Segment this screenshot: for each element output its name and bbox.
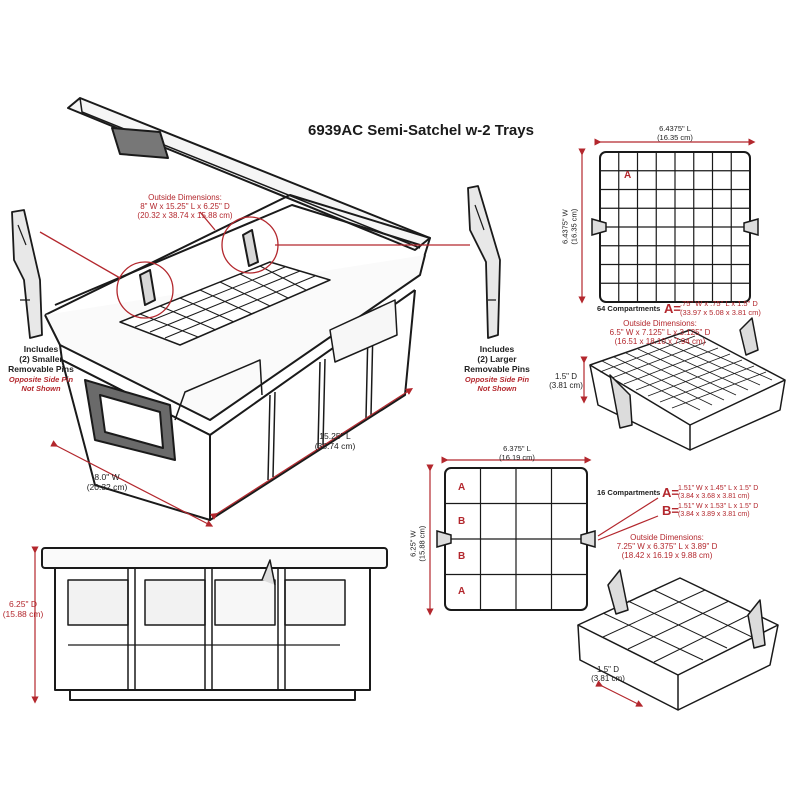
lid-latch (111, 127, 169, 159)
tray16-depth-dimension (595, 680, 644, 707)
tray64-width-label: 6.4375" W (16.35 cm) (560, 192, 578, 262)
main-box-outside-dimensions: Outside Dimensions: 8" W x 15.25" L x 6.… (100, 193, 270, 221)
tray16-a-label: A= (662, 485, 679, 500)
right-pins-line2: (2) Larger (477, 353, 517, 364)
tray16-pin-left (436, 530, 452, 548)
tray16-b-in: 1.51" W x 1.53" L x 1.5" D (678, 503, 759, 510)
main-outside-heading: Outside Dimensions: (148, 193, 222, 202)
tray16-width-label: 6.25" W (15.88 cm) (408, 509, 426, 579)
tray16-row-label-2: B (458, 516, 466, 527)
tray16-depth-in: 1.5" D (597, 665, 619, 674)
page-title: 6939AC Semi-Satchel w-2 Trays (308, 122, 534, 139)
lid (67, 97, 431, 251)
tray64-dimensions (578, 138, 756, 304)
main-box-illustration (44, 97, 431, 521)
main-width-label: 8.0" W (20.32 cm) (72, 472, 142, 493)
main-width-in: 8.0" W (94, 472, 120, 482)
side-view-illustration (41, 547, 388, 701)
right-pins-line3: Removable Pins (464, 363, 530, 374)
tray64-compartments: 64 Compartments (597, 304, 661, 313)
loose-pins (11, 185, 501, 339)
main-length-in: 15.25" L (319, 431, 351, 441)
tray16-length-in: 6.375" L (503, 444, 531, 453)
tray16-outside-heading: Outside Dimensions: (630, 533, 704, 542)
tray16-length-label: 6.375" L (16.19 cm) (482, 444, 552, 462)
left-pin-note-2: Not Shown (21, 383, 61, 393)
tray16-b-cm: (3.84 x 3.89 x 3.81 cm) (678, 511, 750, 519)
left-pins-label: Includes (2) Smaller Removable Pins Oppo… (0, 344, 82, 394)
tray64-depth-label: 1.5" D (3.81 cm) (548, 372, 584, 390)
tray16-a-cm: (3.84 x 3.68 x 3.81 cm) (678, 493, 750, 501)
tray64-pin-right (743, 218, 759, 236)
main-outside-cm: (20.32 x 38.74 x 15.88 cm) (137, 211, 233, 221)
tray16-outside-cm: (18.42 x 16.19 x 9.88 cm) (621, 551, 713, 561)
right-pin-note-1: Opposite Side Pin (464, 375, 530, 385)
main-width-cm: (20.32 cm) (86, 481, 128, 492)
tray16-outside-in: 7.25" W x 6.375" L x 3.89" D (616, 542, 718, 552)
tray16-topview (436, 467, 596, 611)
side-depth-in: 6.25" D (8, 599, 38, 609)
tray64-cell-a: A (624, 170, 632, 181)
tray16-row-label-4: A (458, 586, 466, 597)
left-pins-line3: Removable Pins (8, 363, 74, 374)
tray16-depth-cm: (3.81 cm) (591, 674, 625, 684)
tray16-isometric (577, 569, 779, 711)
tray64-a-label: A= (664, 301, 681, 316)
tray16-a-in: 1.51" W x 1.45" L x 1.5" D (678, 485, 759, 492)
tray64-depth-in: 1.5" D (555, 372, 577, 381)
tray16-a-dims: 1.51" W x 1.45" L x 1.5" D (3.84 x 3.68 … (678, 485, 758, 501)
tray16-b-label: B= (662, 503, 679, 518)
left-pins-line1: Includes (23, 344, 59, 354)
tray64-outside-cm: (16.51 x 18.10 x 7.94 cm) (614, 337, 706, 347)
right-pins-label: Includes (2) Larger Removable Pins Oppos… (452, 344, 542, 394)
tray64-length-in: 6.4375" L (659, 124, 691, 133)
tray64-outside-heading: Outside Dimensions: (623, 319, 697, 328)
tray16-pin-right (580, 530, 596, 548)
side-depth-label: 6.25" D (15.88 cm) (0, 599, 46, 620)
side-view-lid (41, 547, 388, 569)
tray16-width-cm: (15.88 cm) (417, 525, 426, 562)
right-pin-note-2: Not Shown (477, 383, 517, 393)
tray64-length-cm: (16.35 cm) (657, 132, 693, 142)
tray64-isometric (589, 317, 786, 451)
tray16-row-label-1: A (458, 482, 466, 493)
tray64-depth-cm: (3.81 cm) (549, 381, 583, 391)
tray16-dimensions (426, 456, 659, 616)
tray64-a-dims: .75" W x .75" L x 1.5" D (33.97 x 5.08 x… (680, 299, 761, 317)
main-length-cm: (38.74 cm) (314, 440, 356, 451)
tray16-outside-dimensions: Outside Dimensions: 7.25" W x 6.375" L x… (572, 533, 762, 561)
side-depth-cm: (15.88 cm) (2, 608, 44, 619)
box-front-rim (44, 254, 426, 421)
tray16-length-cm: (16.19 cm) (499, 452, 535, 462)
small-pin-left (11, 209, 43, 339)
right-pins-line1: Includes (479, 344, 515, 354)
tray64-a-in: .75" W x .75" L x 1.5" D (680, 299, 758, 308)
large-pin-right (467, 185, 501, 339)
tray64-a-cm: (33.97 x 5.08 x 3.81 cm) (680, 307, 761, 317)
tray16-b-dims: 1.51" W x 1.53" L x 1.5" D (3.84 x 3.89 … (678, 503, 758, 519)
main-box-dimensions (50, 388, 414, 527)
main-outside-in: 8" W x 15.25" L x 6.25" D (140, 202, 230, 212)
tray16-row-label-3: B (458, 551, 466, 562)
main-length-label: 15.25" L (38.74 cm) (300, 431, 370, 452)
tray16-depth-label: 1.5" D (3.81 cm) (590, 665, 626, 683)
tray64-length-label: 6.4375" L (16.35 cm) (640, 124, 710, 142)
tray16-compartments: 16 Compartments (597, 488, 661, 497)
tray64-outside-in: 6.5" W x 7.125" L x 3.125" D (609, 328, 711, 338)
tray64-outside-dimensions: Outside Dimensions: 6.5" W x 7.125" L x … (570, 319, 750, 347)
tray64-pin-left (591, 218, 607, 236)
tray64-width-cm: (16.35 cm) (569, 208, 578, 245)
left-pins-line2: (2) Smaller (19, 353, 63, 364)
pin-callouts (39, 211, 470, 319)
left-pin-note-1: Opposite Side Pin (8, 375, 74, 385)
tray64-topview (591, 151, 759, 303)
